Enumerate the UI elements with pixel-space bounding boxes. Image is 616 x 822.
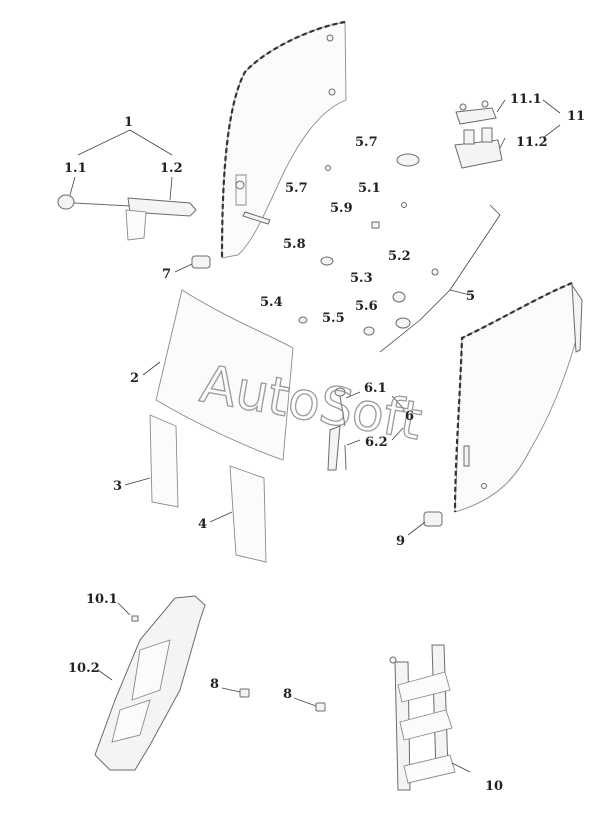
windshield-part-2: [155, 289, 294, 461]
label-10-2: 10.2: [68, 661, 100, 676]
label-5-5: 5.5: [322, 311, 345, 326]
leader-1: [69, 129, 173, 201]
part-9: [407, 511, 443, 536]
leader-5: [379, 204, 501, 353]
label-5-4: 5.4: [260, 295, 283, 310]
label-5-3: 5.3: [350, 271, 373, 286]
label-2: 2: [130, 371, 139, 386]
leader-6: [345, 391, 404, 446]
label-6-1: 6.1: [364, 381, 387, 396]
left-door: [220, 20, 347, 259]
panel-part-4: [229, 465, 267, 563]
leader-10-1: [117, 602, 131, 616]
right-door: [453, 281, 583, 513]
label-11-1: 11.1: [510, 92, 542, 107]
label-8-left: 8: [210, 677, 219, 692]
part-11-assembly: [454, 100, 503, 169]
handle-assembly-part-1: [57, 194, 197, 241]
label-4: 4: [198, 517, 207, 532]
label-6: 6: [405, 409, 414, 424]
label-9: 9: [396, 534, 405, 549]
label-7: 7: [162, 267, 171, 282]
label-5-7-top: 5.7: [355, 135, 378, 150]
label-5-1: 5.1: [358, 181, 381, 196]
leader-10-2: [97, 669, 113, 681]
label-11-2: 11.2: [516, 135, 548, 150]
label-5-8: 5.8: [283, 237, 306, 252]
label-6-2: 6.2: [365, 435, 388, 450]
label-5-7-left: 5.7: [285, 181, 308, 196]
part-8-fasteners: [221, 687, 326, 712]
part-7: [174, 255, 211, 273]
part-6: [327, 387, 347, 471]
fasteners-group-5: [298, 153, 439, 336]
label-10-1: 10.1: [86, 592, 118, 607]
label-1-1: 1.1: [64, 161, 87, 176]
label-5-9: 5.9: [330, 201, 353, 216]
label-8-right: 8: [283, 687, 292, 702]
panel-part-3: [149, 414, 179, 508]
label-5-6: 5.6: [355, 299, 378, 314]
label-11: 11: [567, 109, 585, 124]
step-bracket-part-10-2: [94, 595, 206, 771]
label-5: 5: [466, 289, 475, 304]
label-3: 3: [113, 479, 122, 494]
label-5-2: 5.2: [388, 249, 411, 264]
label-1: 1: [124, 115, 133, 130]
label-10: 10: [485, 779, 503, 794]
step-ladder-part-10: [389, 644, 456, 791]
leader-11: [496, 99, 561, 149]
label-1-2: 1.2: [160, 161, 183, 176]
